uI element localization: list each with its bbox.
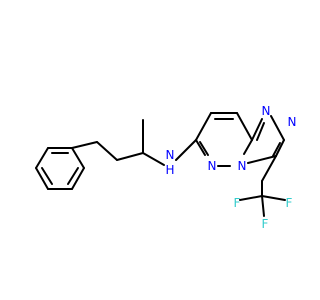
bond [261, 195, 286, 201]
bond [261, 195, 265, 217]
bond [71, 141, 98, 149]
nitrogen-label: N [208, 159, 217, 173]
nitrogen-label: N [288, 115, 297, 129]
pyridazine-ring [195, 112, 253, 167]
bond [41, 167, 53, 185]
bond [142, 152, 165, 166]
amine-nitrogen-label: N [166, 148, 175, 162]
bond [67, 167, 79, 185]
bond [35, 167, 49, 190]
bond [96, 141, 118, 161]
bond [195, 139, 206, 156]
bond [251, 118, 263, 141]
amine-hydrogen-label: H [165, 163, 174, 177]
bond [275, 139, 285, 157]
bond [71, 167, 85, 190]
bond [261, 155, 277, 182]
phenyl-ring [35, 147, 85, 190]
trifluoromethyl-group [239, 155, 286, 217]
nitrogen-label: N [238, 159, 247, 173]
bond [247, 155, 277, 164]
bond [243, 139, 253, 155]
atom-labels: F F F N N N N N H [165, 104, 296, 231]
bond [199, 141, 209, 156]
bond [236, 112, 253, 141]
bond [35, 147, 49, 169]
bond [239, 195, 263, 201]
bond [116, 152, 144, 161]
fluorine-label: F [234, 196, 241, 210]
bond [71, 147, 85, 169]
bond [270, 115, 285, 141]
nitrogen-label: N [262, 104, 271, 118]
bond [272, 142, 281, 157]
molecule-structure: F F F N N N N N H [35, 104, 296, 231]
alkyl-chain [71, 119, 165, 166]
fluorine-label: F [262, 217, 269, 231]
bond [175, 139, 197, 161]
triazole-ring [247, 115, 285, 164]
fluorine-label: F [286, 196, 293, 210]
bond [256, 122, 265, 141]
bond [195, 112, 212, 141]
